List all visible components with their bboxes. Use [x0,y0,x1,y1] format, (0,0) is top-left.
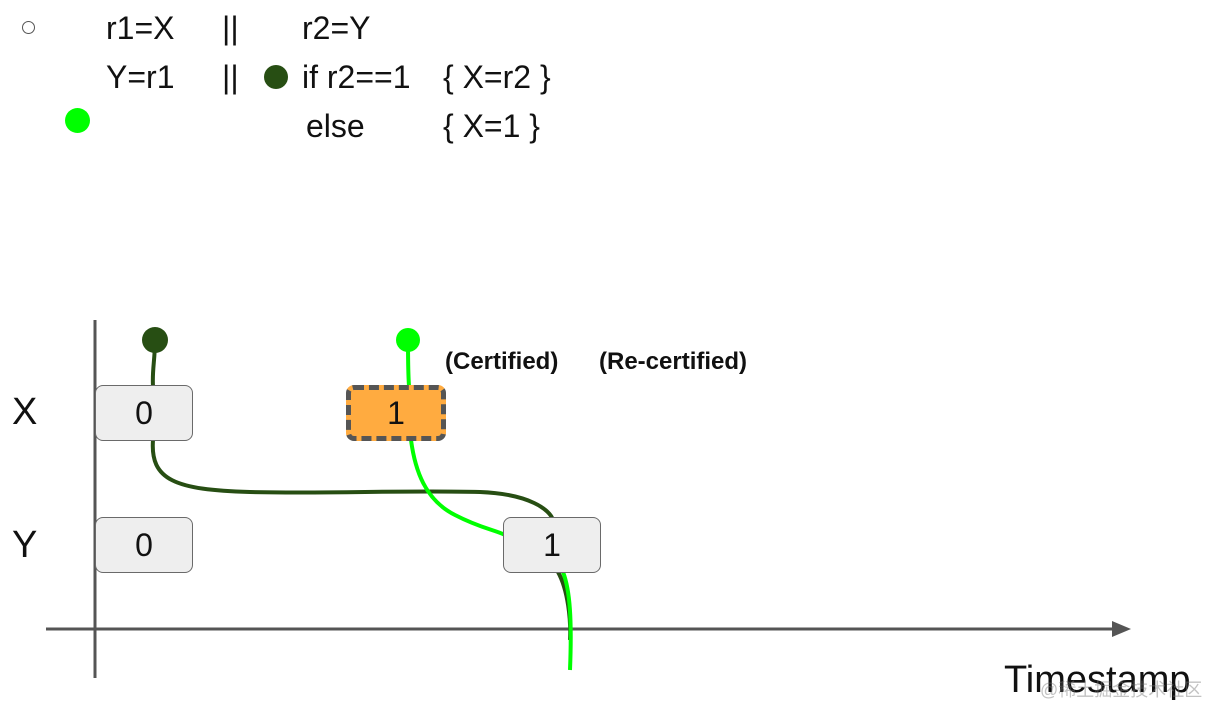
timestamp-axis-arrowhead [1112,621,1131,637]
separator-line1: || [222,10,239,46]
thread2-line3-else: else [306,108,365,144]
thread1-line1: r1=X [106,10,175,46]
timestamp-label: Timestamp [1004,659,1191,701]
thread1-line2: Y=r1 [106,59,175,95]
row-label-x: X [12,391,38,433]
bright-green-dot-marker [65,108,90,133]
cell-y-1: 1 [503,517,601,573]
cell-x-0: 0 [95,385,193,441]
annotation-recertified: (Re-certified) [599,348,748,375]
watermark: @稀土掘金技术社区 [1040,680,1203,700]
cell-x-1: 1 [346,385,446,441]
cell-y-0: 0 [95,517,193,573]
row-label-y: Y [12,524,38,566]
dark-green-start-dot [142,327,168,353]
thread2-line1: r2=Y [302,10,371,46]
thread2-line3-body: { X=1 } [443,108,540,144]
thread2-line2-cond: if r2==1 [302,59,411,95]
hollow-dot-marker [22,21,35,34]
bright-green-start-dot [396,328,420,352]
dark-green-dot-marker [264,65,288,89]
thread2-line2-then: { X=r2 } [443,59,551,95]
annotation-certified: (Certified) [445,348,559,375]
separator-line2: || [222,59,239,95]
